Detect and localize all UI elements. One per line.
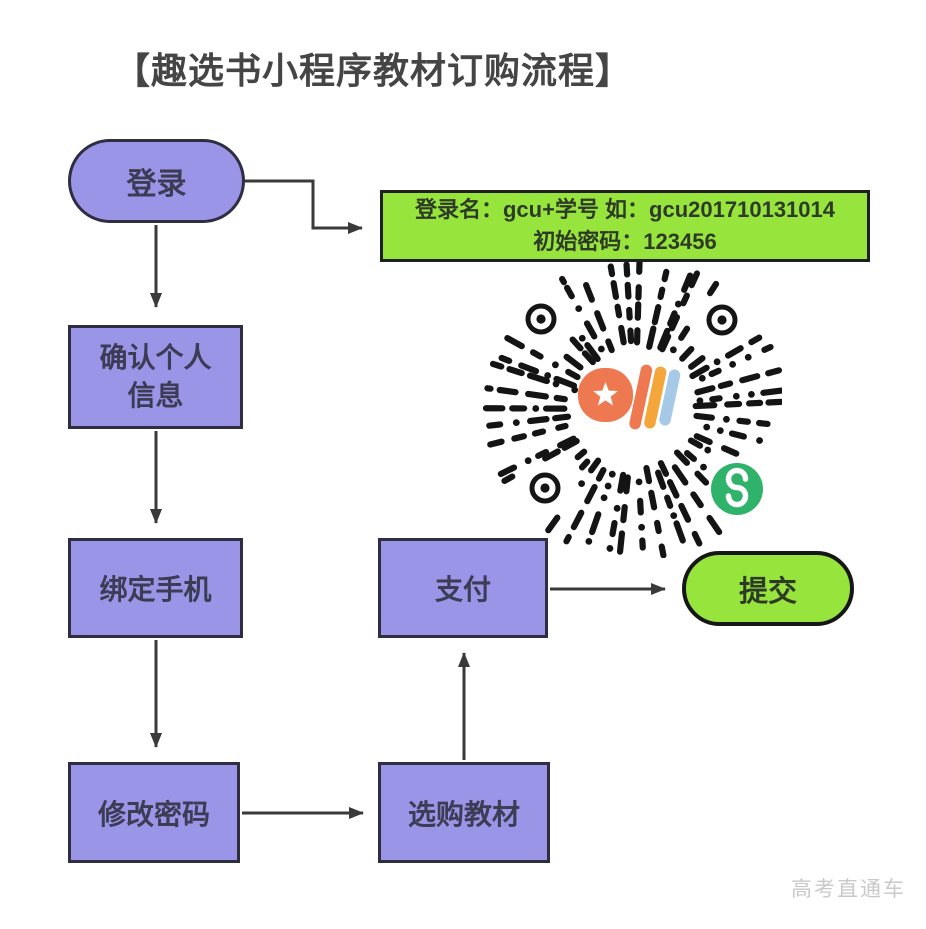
wechat-mini-program-icon [709,461,765,517]
connector-login-note [245,179,363,234]
flow-node-submit: 提交 [682,551,854,626]
flow-node-change-password: 修改密码 [68,762,240,863]
flow-node-login-label: 登录 [126,168,187,201]
flow-node-submit-label: 提交 [738,575,797,608]
flow-node-confirm-info-label: 确认个人 信息 [99,342,212,411]
login-credentials-line1: 登录名：gcu+学号 如：gcu201710131014 [414,197,835,223]
star-icon [593,382,618,406]
quxuanshu-app-logo-icon [578,364,681,430]
qr-position-marker-top-right [699,297,745,343]
flow-node-login: 登录 [68,139,245,223]
flow-node-pay: 支付 [378,538,548,638]
qr-position-marker-bottom-left [522,465,568,511]
flow-node-select-textbooks-label: 选购教材 [407,798,520,830]
watermark: 高考直通车 [791,878,906,901]
wechat-mini-program-qr-code [482,258,782,558]
login-credentials-note: 登录名：gcu+学号 如：gcu201710131014 初始密码：123456 [380,190,870,262]
flow-node-bind-phone: 绑定手机 [68,538,243,638]
flow-node-confirm-info: 确认个人 信息 [68,325,243,429]
flow-node-pay-label: 支付 [434,574,491,605]
qr-dash-pattern [482,258,782,558]
login-credentials-line2: 初始密码：123456 [533,229,717,254]
flow-node-select-textbooks: 选购教材 [378,762,550,863]
qr-position-marker-top-left [518,296,564,342]
flow-node-bind-phone-label: 绑定手机 [99,574,212,605]
page-title: 【趣选书小程序教材订购流程】 [114,50,633,91]
flow-node-change-password-label: 修改密码 [97,798,210,830]
